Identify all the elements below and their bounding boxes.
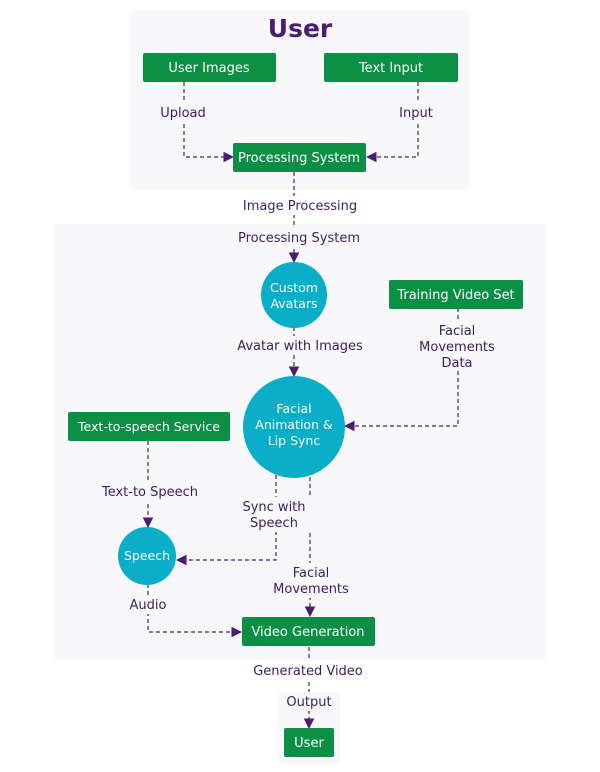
edge-label-avatar-with-images: Avatar with Images	[237, 339, 363, 354]
node-speech: Speech	[118, 527, 176, 585]
edge-label-generated-video: Generated Video	[253, 664, 363, 679]
node-custom-avatars-label-1: Custom	[270, 280, 318, 295]
node-user-output-label: User	[294, 736, 324, 751]
edge-label-audio: Audio	[130, 598, 167, 613]
node-custom-avatars: Custom Avatars	[261, 262, 327, 328]
node-user-output: User	[284, 728, 334, 757]
node-processing-system-label: Processing System	[238, 151, 360, 166]
edge-label-facial-movements-data-1: Facial	[439, 324, 476, 339]
edge-label-sync-with-speech-1: Sync with	[242, 500, 305, 515]
node-tts-service-label: Text-to-speech Service	[77, 419, 220, 434]
edge-label-image-processing: Image Processing	[243, 199, 357, 214]
edge-label-facial-movements-data-3: Data	[441, 356, 472, 371]
node-tts-service: Text-to-speech Service	[68, 412, 230, 441]
node-video-generation: Video Generation	[242, 617, 375, 646]
node-custom-avatars-label-2: Avatars	[270, 296, 317, 311]
edge-label-facial-movements-2: Movements	[273, 582, 349, 597]
node-training-video-set: Training Video Set	[389, 280, 523, 309]
edge-label-processing-system: Processing System	[238, 231, 360, 246]
edge-label-upload: Upload	[160, 106, 206, 121]
edge-label-facial-movements-1: Facial	[293, 566, 330, 581]
node-user-images-label: User Images	[168, 61, 249, 76]
node-user-images: User Images	[143, 53, 276, 82]
edge-label-output: Output	[286, 695, 331, 710]
edge-label-sync-with-speech-2: Speech	[250, 516, 298, 531]
node-text-input: Text Input	[324, 53, 458, 82]
node-text-input-label: Text Input	[358, 61, 423, 76]
node-facial-animation: Facial Animation & Lip Sync	[243, 376, 345, 478]
node-video-generation-label: Video Generation	[251, 625, 364, 640]
node-processing-system: Processing System	[233, 143, 366, 172]
node-training-video-set-label: Training Video Set	[396, 288, 514, 303]
node-facial-animation-label-3: Lip Sync	[268, 433, 321, 448]
edge-label-facial-movements-data-2: Movements	[419, 340, 495, 355]
edge-label-input: Input	[399, 106, 433, 121]
edge-labels: Upload Input Image Processing Processing…	[98, 103, 502, 711]
edge-label-text-to-speech: Text-to Speech	[101, 485, 198, 500]
node-speech-label: Speech	[124, 548, 170, 563]
node-facial-animation-label-2: Animation &	[255, 417, 333, 432]
node-facial-animation-label-1: Facial	[276, 401, 311, 416]
user-group-title: User	[268, 14, 333, 43]
